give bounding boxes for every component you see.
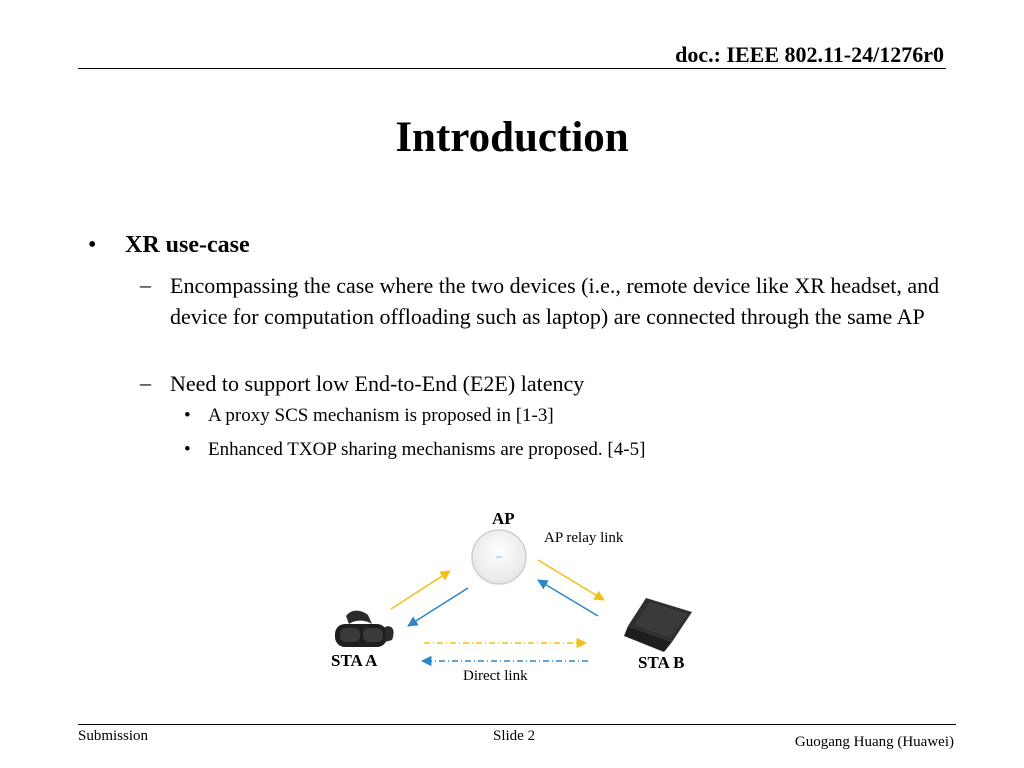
sta-b-label: STA B [638,653,685,672]
bullet-marker: • [184,405,191,426]
footer-author: Guogang Huang (Huawei) [794,734,954,750]
footer-divider [78,724,956,725]
footer-slide-number: Slide 2 [493,728,536,744]
bullet-xr-use-case: XR use-case [125,232,250,258]
footer-submission: Submission [78,728,149,744]
laptop-icon [624,598,692,652]
sub-bullet-encompassing: Encompassing the case where the two devi… [170,273,940,329]
bullet-marker: • [184,439,191,460]
ap-label: AP [492,509,515,528]
header-divider [78,68,946,69]
relay-arrow-sta-b-to-ap [537,579,599,617]
sta-a-label: STA A [331,651,378,670]
bullet-marker: • [88,232,97,258]
slide-title: Introduction [395,114,629,161]
vr-headset-icon [335,610,394,647]
sub-bullet-e2e-latency: Need to support low End-to-End (E2E) lat… [170,371,585,396]
direct-link-label: Direct link [463,668,528,684]
dash-marker: – [140,272,151,297]
sub-sub-bullet-txop: Enhanced TXOP sharing mechanisms are pro… [208,439,646,460]
ap-relay-link-label: AP relay link [544,530,624,546]
dash-marker: – [140,370,151,395]
sub-sub-bullet-proxy-scs: A proxy SCS mechanism is proposed in [1-… [208,405,554,426]
relay-arrow-ap-to-sta-a [407,587,469,627]
relay-arrow-ap-to-sta-b [537,559,605,601]
relay-arrow-sta-a-to-ap [390,570,451,610]
document-id: doc.: IEEE 802.11-24/1276r0 [675,42,944,67]
access-point-icon [471,529,527,585]
